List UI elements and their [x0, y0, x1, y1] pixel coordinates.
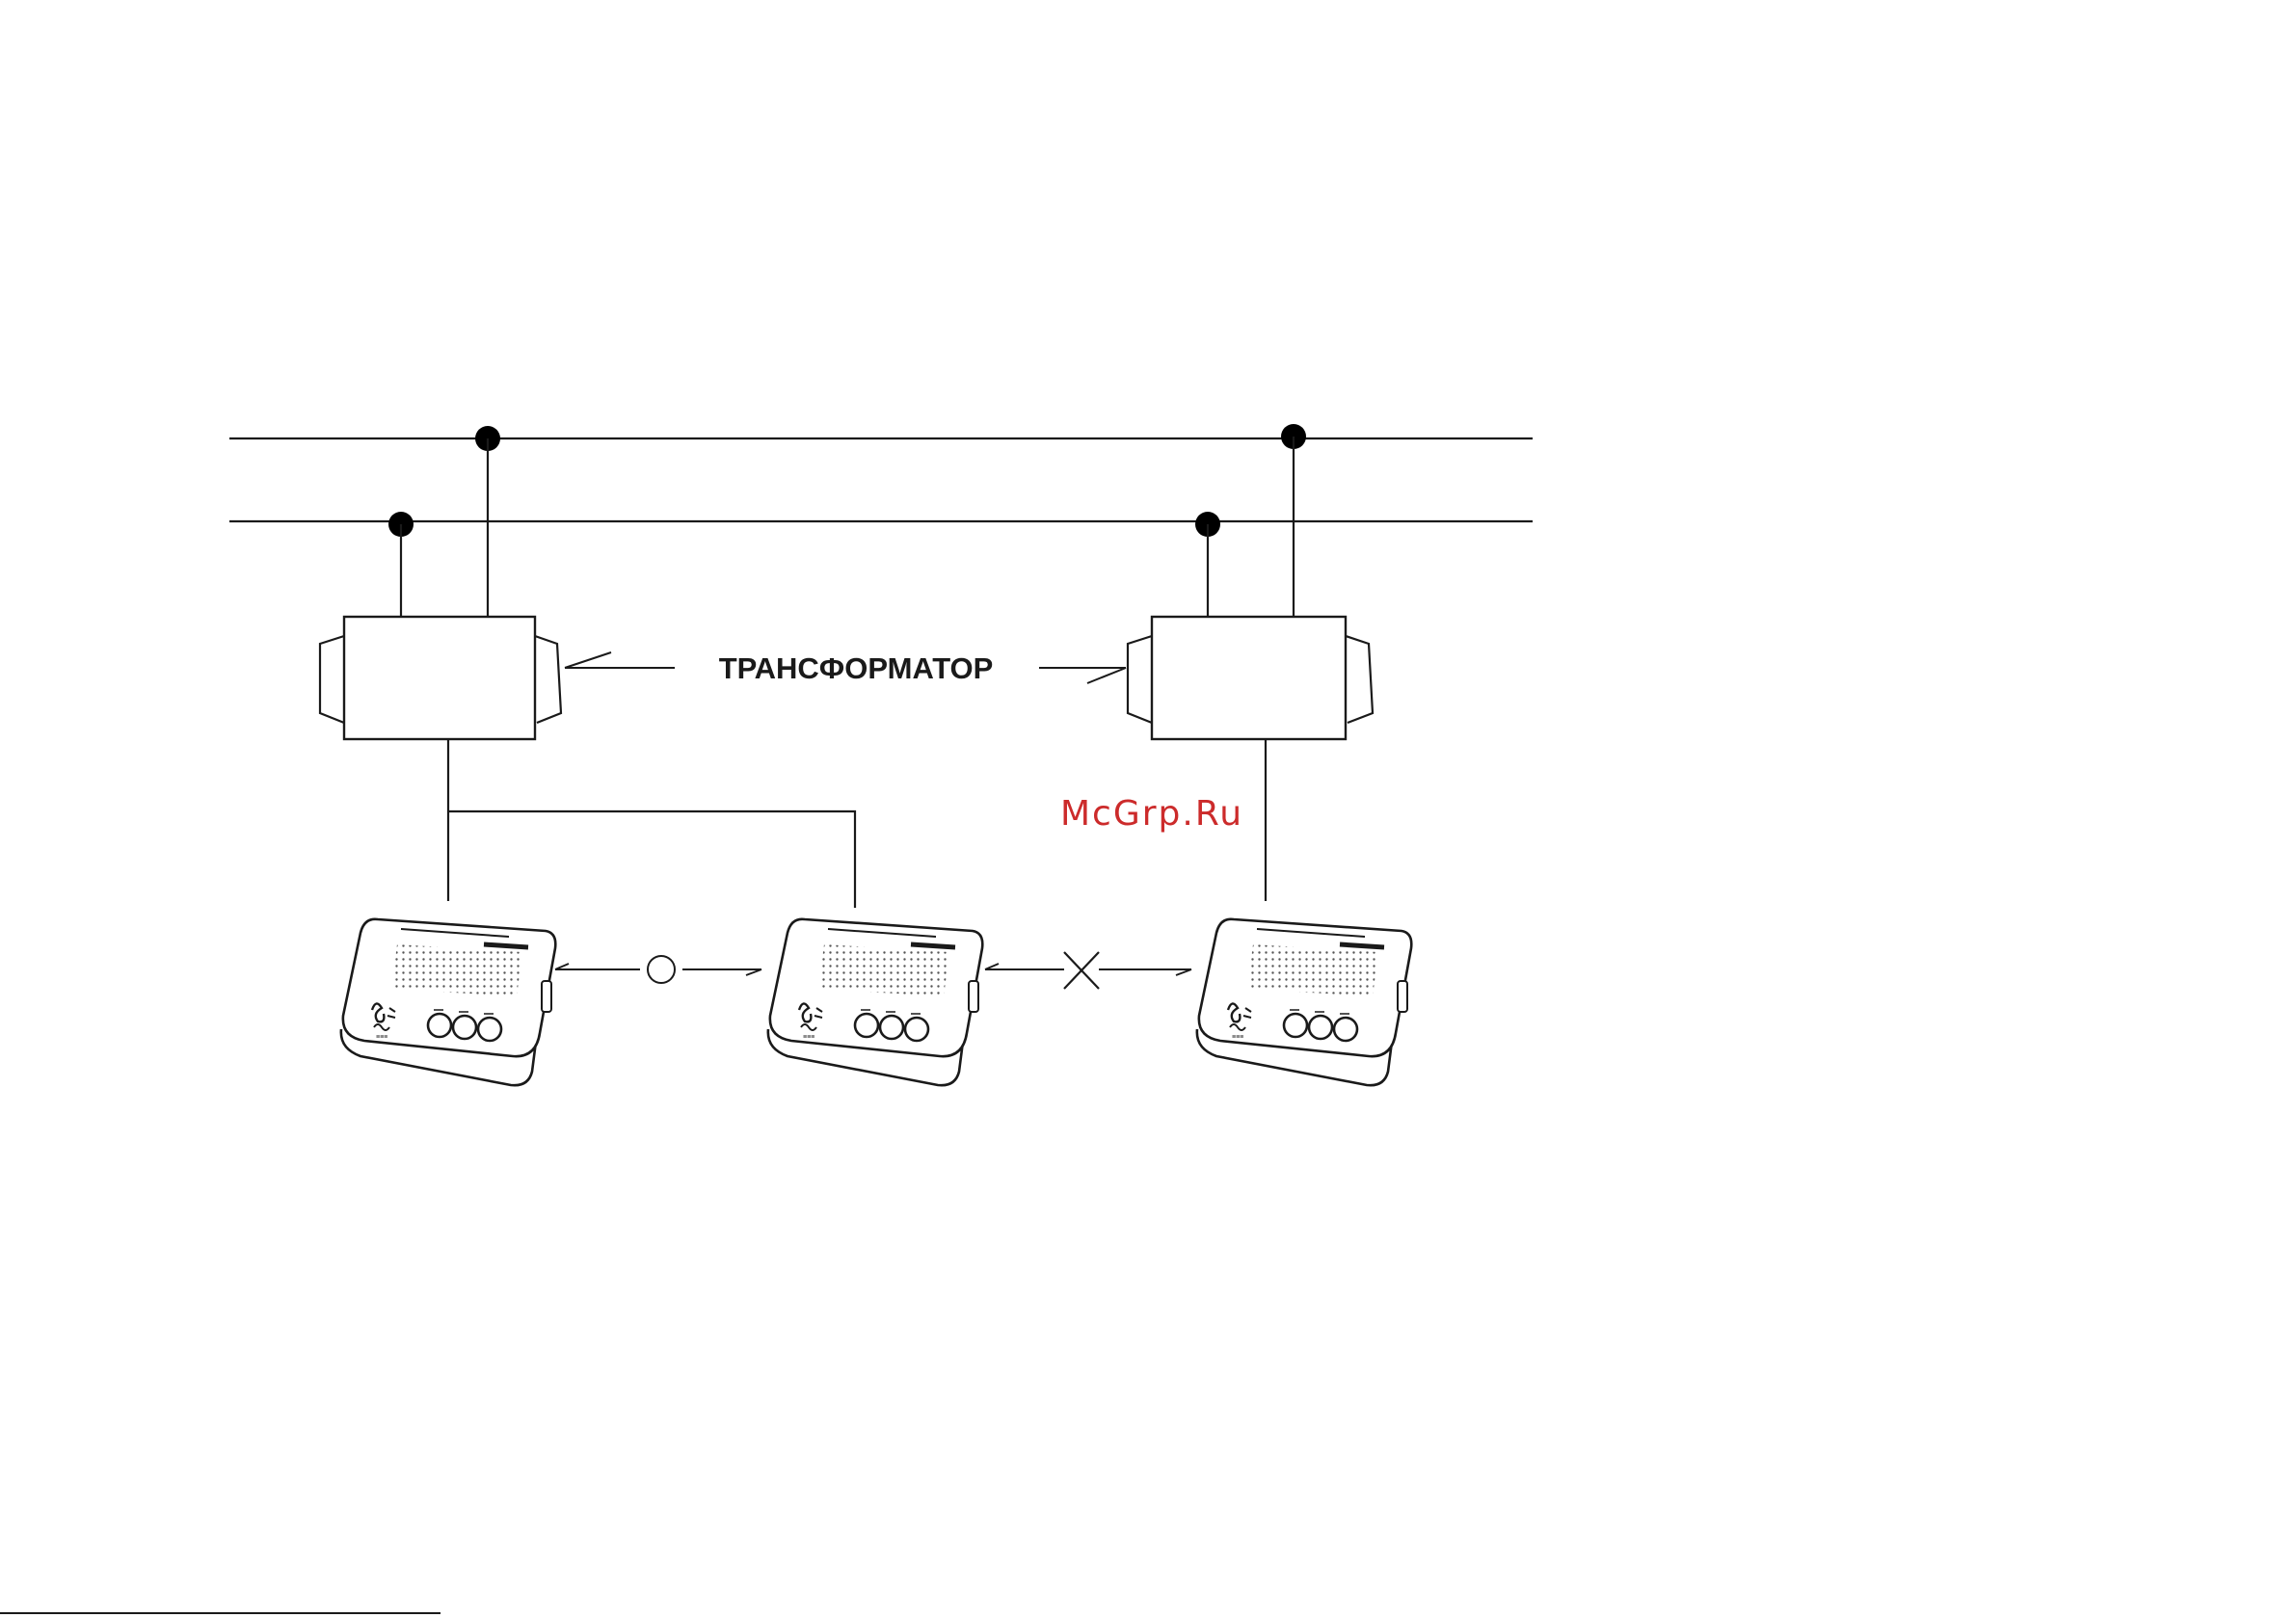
intercom-unit-icon — [768, 919, 982, 1085]
intercom-unit-icon — [341, 919, 555, 1085]
watermark: McGrp.Ru — [1060, 794, 1243, 834]
circle-marker-icon — [648, 956, 675, 983]
link-middle-right — [985, 952, 1191, 989]
link-left-middle — [555, 956, 761, 983]
transformer-label: ТРАНСФОРМАТОР — [719, 651, 994, 685]
intercom-unit-icon — [1197, 919, 1411, 1085]
cross-marker-icon — [1064, 952, 1099, 989]
transformer-left — [320, 617, 561, 739]
transformer-right — [1128, 617, 1373, 739]
